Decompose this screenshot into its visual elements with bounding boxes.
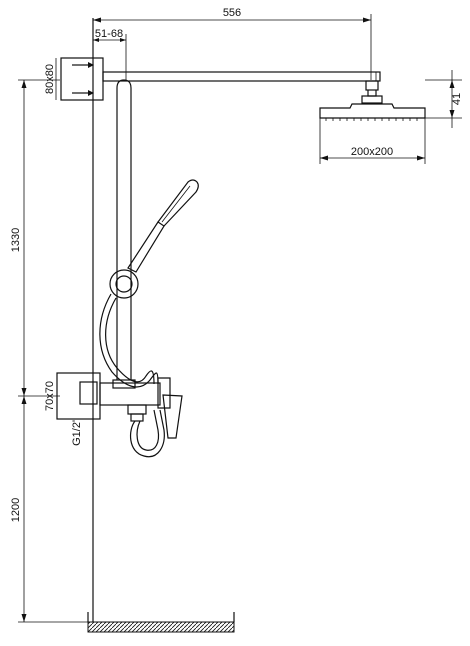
dimension-column-height-label: 1330 <box>10 228 22 252</box>
dimension-column-height: 1330 <box>10 79 60 397</box>
shower-column <box>116 79 132 380</box>
mixer-bracket-label: 70x70 <box>44 381 56 411</box>
shower-head <box>319 80 426 121</box>
hand-shower <box>127 179 199 273</box>
top-wall-bracket: 80x80 <box>44 57 104 101</box>
top-bracket-label: 80x80 <box>44 64 56 94</box>
dimension-head-size: 200x200 <box>319 118 426 164</box>
dimension-head-thickness: 41 <box>425 70 463 128</box>
dimension-arm-length-label: 556 <box>223 7 241 19</box>
dimension-wall-offset: 51-68 <box>93 28 127 80</box>
floor <box>87 612 235 633</box>
mixer-wall-bracket: 70x70 <box>44 372 101 420</box>
hand-shower-holder <box>109 269 139 299</box>
shower-head-nozzles <box>325 118 418 121</box>
inlet-thread-label: G1/2" <box>71 418 83 446</box>
head-thickness-label: 41 <box>451 93 463 105</box>
dimension-arm-length: 556 <box>93 7 372 80</box>
floor-hatch <box>87 621 235 633</box>
dimension-mixer-height: 1200 <box>10 396 88 623</box>
thermostatic-mixer <box>99 377 183 458</box>
shower-hose <box>99 293 159 388</box>
shower-arm <box>102 71 381 82</box>
head-size-label: 200x200 <box>351 146 393 158</box>
dimension-mixer-height-label: 1200 <box>10 498 22 522</box>
dimension-wall-offset-label: 51-68 <box>95 28 123 40</box>
